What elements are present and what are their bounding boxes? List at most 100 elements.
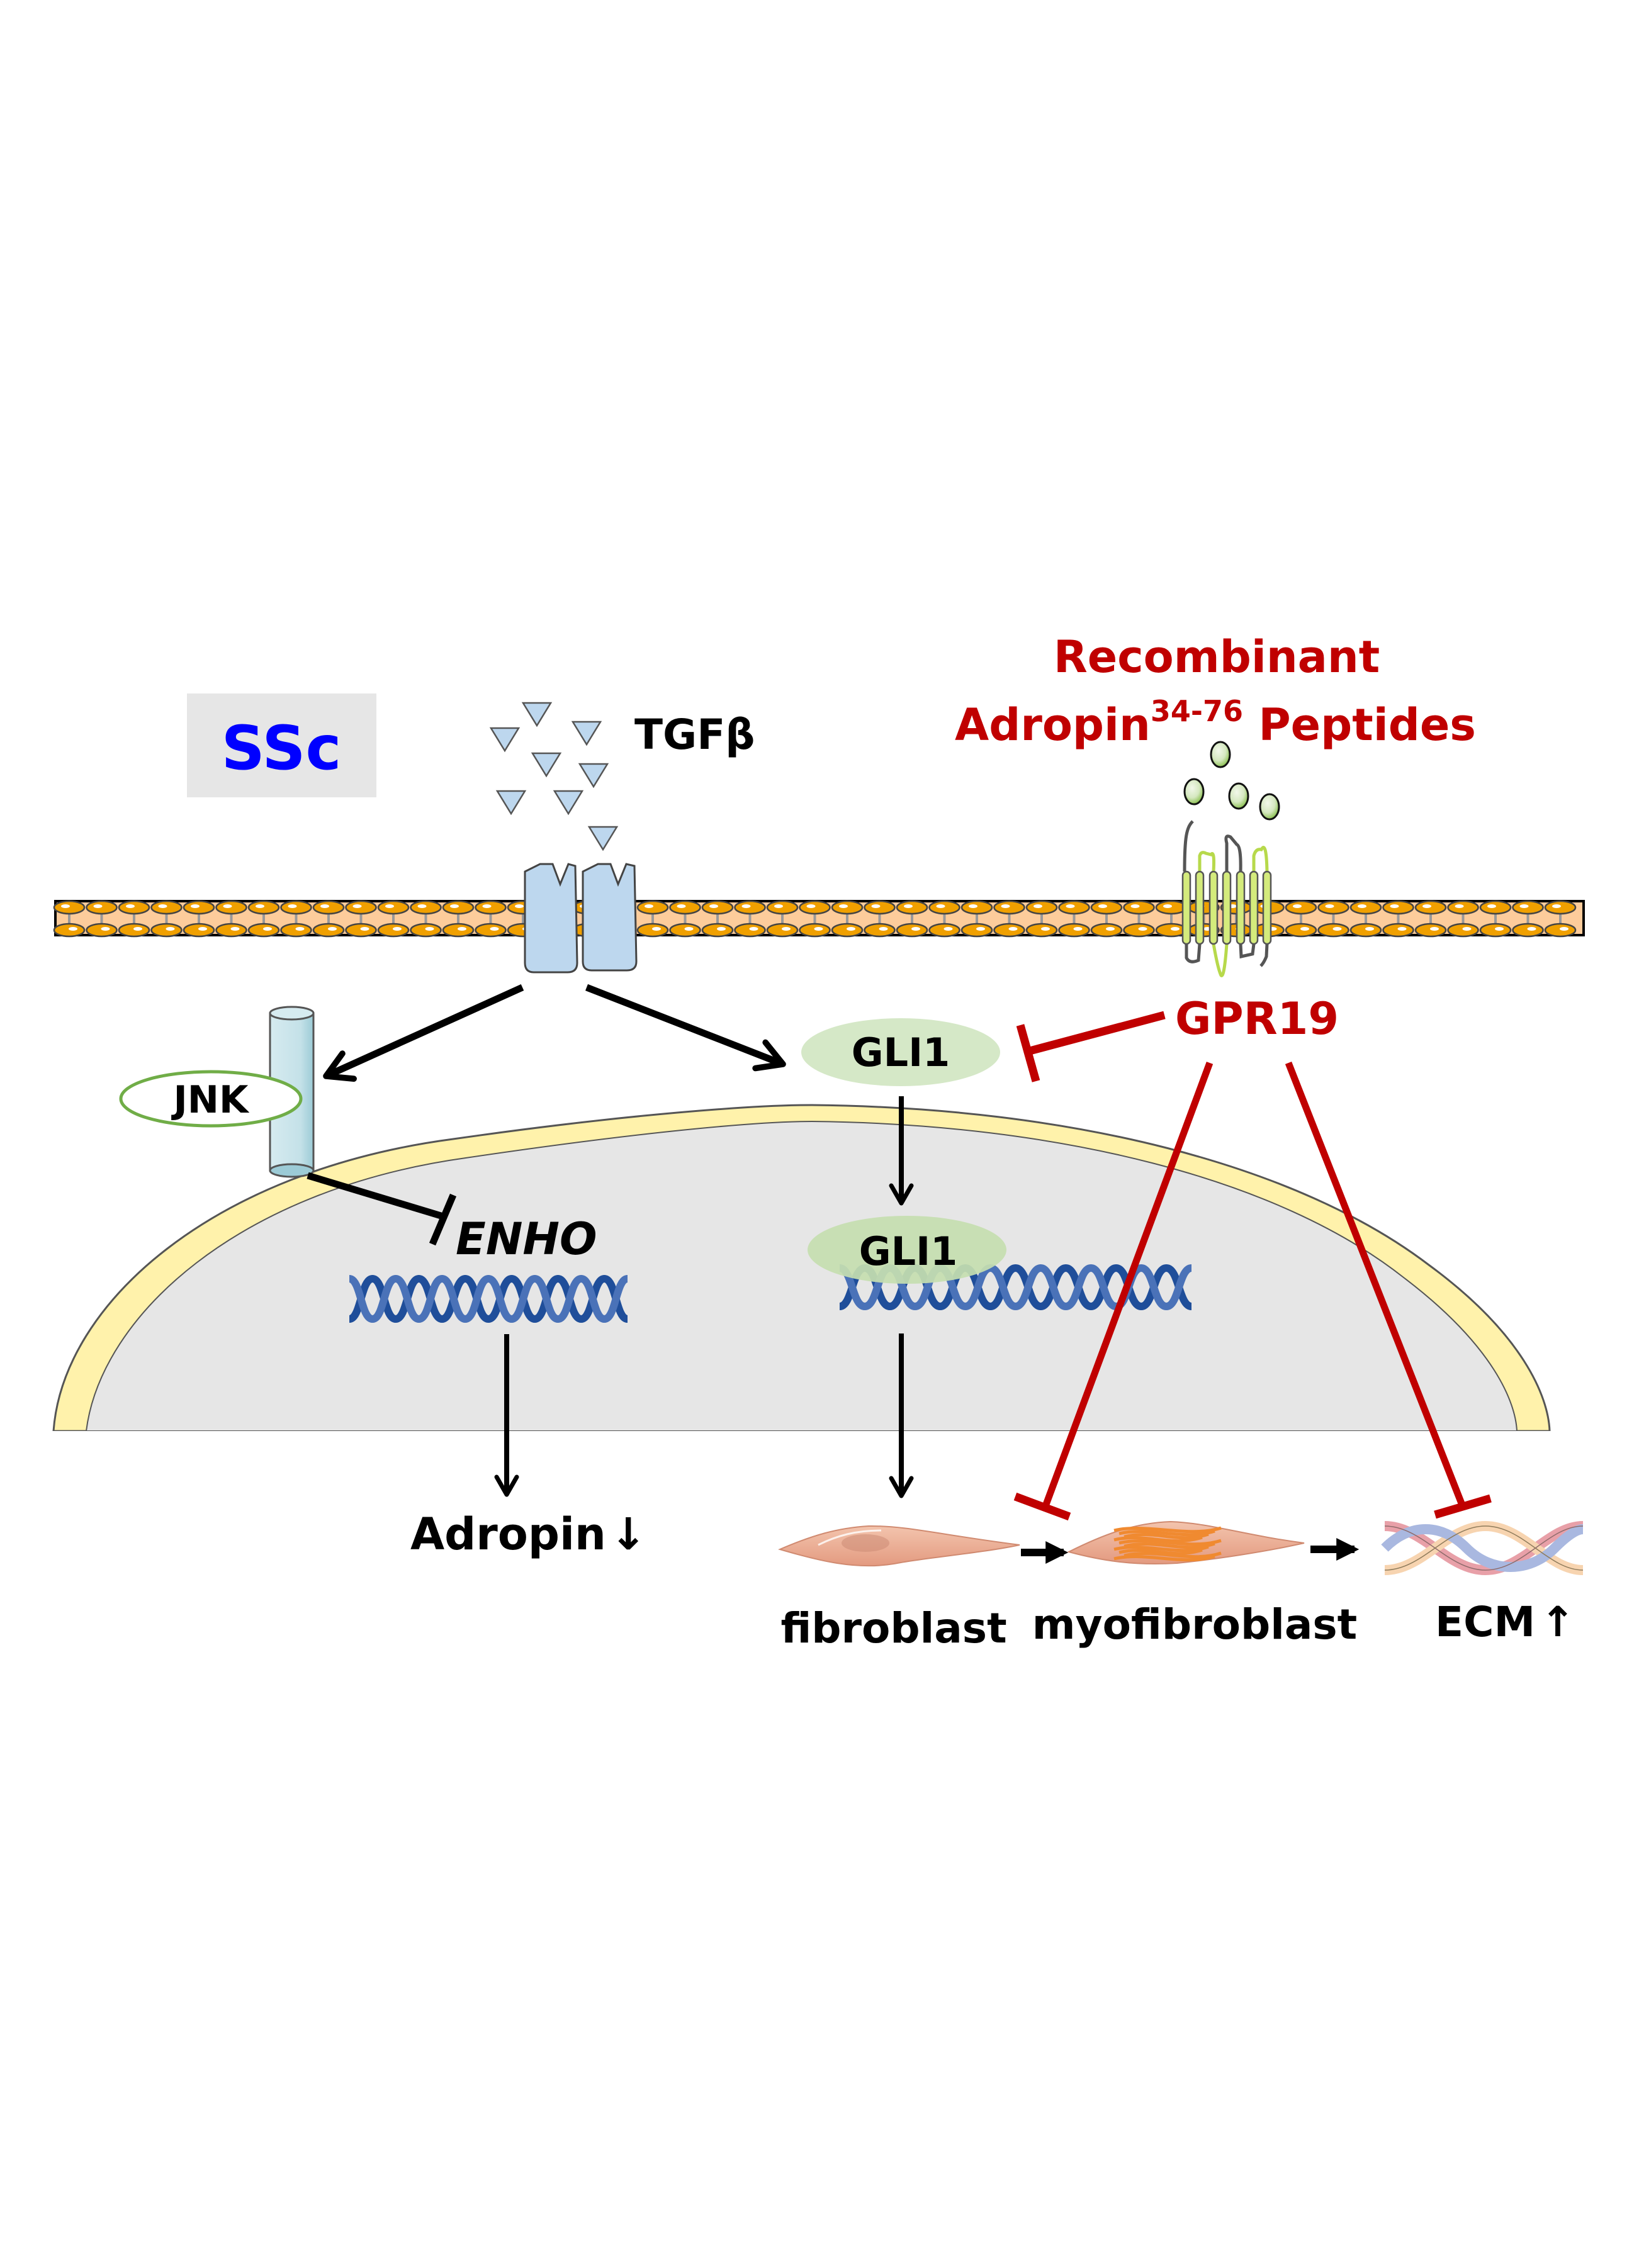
lipid-head [410,923,442,938]
lipid-head [475,900,507,915]
tgfb-ligand-icon [571,721,602,746]
lipid-head [864,923,896,938]
lipid-head [1414,923,1447,938]
lipid-head [312,923,345,938]
treatment-adropin: Adropin [955,699,1151,751]
gli1-cytoplasm-node: GLI1 [801,1018,1000,1086]
lipid-head [1479,900,1512,915]
lipid-head [1382,900,1414,915]
lipid-highlight [1300,927,1309,931]
lipid-head [475,923,507,938]
lipid-highlight [93,904,103,908]
lipid-head [118,900,150,915]
myofibroblast-cell [1067,1520,1305,1564]
lipid-head [150,900,183,915]
tgfb-ligand-icon [587,826,619,851]
lipid-highlight [1130,904,1140,908]
lipid-highlight [814,927,823,931]
lipid-head [928,900,960,915]
transmembrane-helix [1262,870,1272,945]
lipid-highlight [1462,927,1472,931]
lipid-highlight [1073,927,1083,931]
gpr19-label: GPR19 [1175,993,1339,1045]
lipid-highlight [645,904,653,908]
lipid-highlight [482,904,492,908]
inhibit-gpr19-ecm [1285,1061,1492,1519]
stress-fiber [1113,1554,1215,1562]
lipid-head [993,923,1025,938]
tgfb-ligand-icon [521,702,553,727]
lipid-head [1090,923,1123,938]
lipid-head [928,923,960,938]
lipid-head [377,900,410,915]
lipid-head [1382,923,1414,938]
lipid-highlight [943,927,953,931]
lipid-highlight [256,904,264,908]
fibroblast-cell [778,1525,1020,1567]
inhibit-gpr19-myofibroblast [1013,1062,1214,1521]
lipid-highlight [782,927,791,931]
lipid-highlight [1008,927,1018,931]
transmembrane-helix [1181,870,1191,945]
lipid-highlight [1098,904,1107,908]
ecm-outcome: ECM↑ [1435,1598,1575,1646]
tgfb-receptor [524,863,638,974]
treatment-line2: Adropin34-76 Peptides [955,694,1476,751]
arrow-receptor-to-gli1 [585,984,786,1072]
gli1-cytoplasm-label: GLI1 [852,1030,950,1075]
lipid-head [1025,900,1058,915]
lipid-highlight [191,904,200,908]
myofibroblast-label: myofibroblast [1032,1600,1357,1649]
lipid-highlight [1365,927,1374,931]
lipid-highlight [871,904,881,908]
lipid-head [1479,923,1512,938]
lipid-head [864,900,896,915]
cell-membrane [53,900,1585,938]
stress-fiber [1118,1529,1215,1537]
lipid-head [799,923,831,938]
lipid-head [183,900,215,915]
lipid-head [150,923,183,938]
stress-fiber [1113,1535,1203,1543]
stress-fiber [1118,1539,1222,1546]
lipid-highlight [295,927,305,931]
lipid-head [993,900,1025,915]
lipid-head [1285,923,1317,938]
lipid-highlight [1034,904,1042,908]
lipid-head [669,900,701,915]
lipid-highlight [133,927,142,931]
lipid-highlight [69,927,77,931]
tgfb-ligands [489,702,619,851]
dna-helix-enho [348,1274,629,1323]
lipid-head [1058,900,1090,915]
lipid-head [215,923,247,938]
lipid-highlight [741,904,751,908]
gli1-nucleus-node: GLI1 [808,1216,1006,1284]
lipid-head [1090,900,1123,915]
tgfb-ligand-icon [578,763,609,789]
lipid-highlight [1001,904,1010,908]
lipid-head [1349,900,1382,915]
lipid-highlight [198,927,207,931]
adropin-label: Adropin [410,1508,606,1560]
lipid-highlight [936,904,945,908]
lipid-highlight [458,927,466,931]
lipid-highlight [1487,904,1496,908]
lipid-head [410,900,442,915]
adropin-peptides [1183,741,1280,821]
lipid-highlight [328,927,337,931]
treatment-superscript: 34-76 [1151,694,1243,728]
lipid-head [1512,900,1544,915]
lipid-head [1447,900,1479,915]
lipid-highlight [1422,904,1431,908]
treatment-peptides: Peptides [1243,699,1476,751]
lipid-head [1123,900,1155,915]
lipid-highlight [126,904,135,908]
lipid-head [1123,923,1155,938]
lipid-highlight [1455,904,1464,908]
lipid-highlight [677,904,686,908]
lipid-head [1317,900,1349,915]
lipid-highlight [1041,927,1050,931]
lipid-highlight [969,904,977,908]
lipid-highlight [230,927,240,931]
